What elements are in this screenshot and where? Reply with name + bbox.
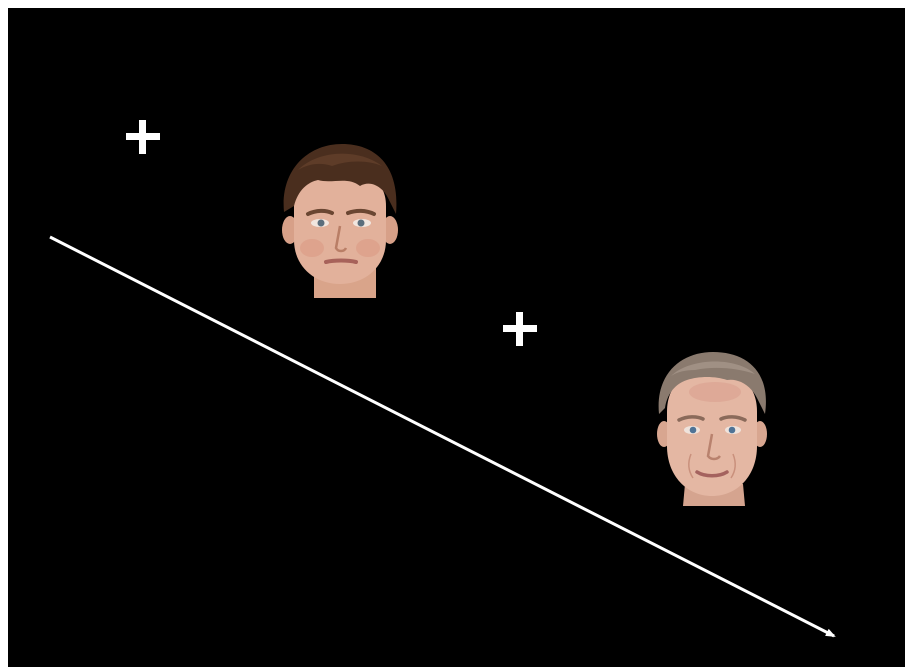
face-stimulus-young-male: [282, 144, 398, 298]
face-stimulus-middle-aged-male: [657, 352, 767, 506]
timeline-arrow-icon: [49, 235, 836, 638]
fixation-cross-2-plus-icon: [503, 312, 537, 346]
fixation-cross-1-plus-icon: [126, 120, 160, 154]
stimulus-display: [8, 8, 905, 667]
